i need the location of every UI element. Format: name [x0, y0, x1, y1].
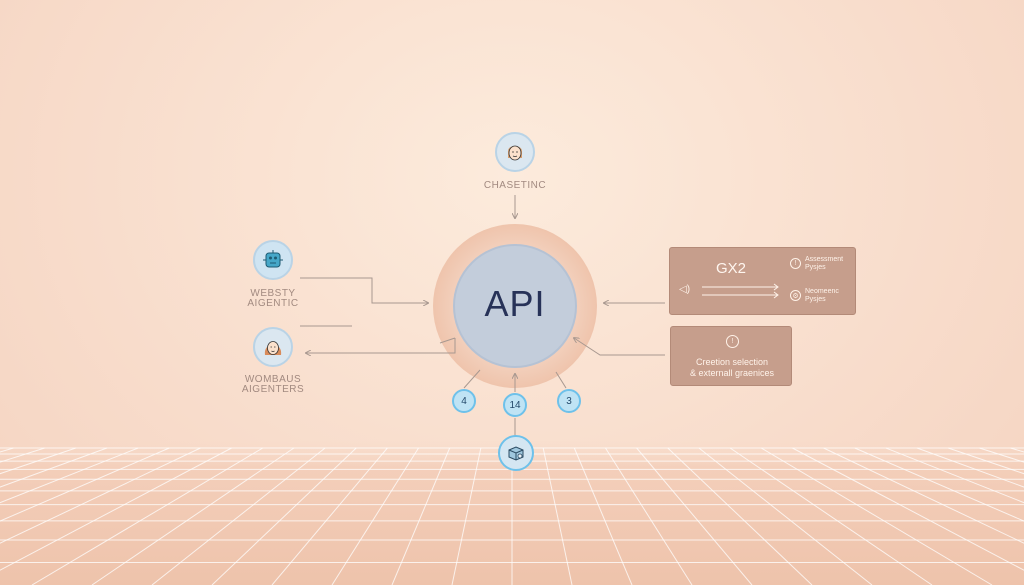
card-gx2-title: GX2 — [716, 260, 747, 277]
card-gx2-arrows — [702, 283, 779, 299]
card-gx2[interactable]: GX2 ◁) ! Assessment Pysjes ⚙ Neomeenc Py… — [669, 247, 856, 315]
left-bottom-node-label-line1: WOMBAUS — [244, 374, 302, 385]
left-top-node-label-line1: WEBSTY — [250, 288, 296, 299]
card-gx2-item1-line1: Assessment — [805, 256, 844, 263]
grid-line-vertical — [916, 447, 1024, 488]
robot-icon — [263, 250, 283, 268]
badge-right[interactable]: 3 — [557, 389, 581, 413]
left-top-node-label-line2: AIGENTIC — [247, 298, 299, 309]
left-bottom-node[interactable] — [253, 327, 293, 367]
connector-left-bottom — [306, 337, 456, 353]
person-face-icon — [507, 145, 523, 161]
grid-line-vertical — [0, 447, 170, 522]
connector-left-top — [300, 277, 428, 303]
connector-badge-right — [555, 371, 567, 389]
api-core[interactable] — [453, 244, 577, 368]
left-bottom-node-label-line2: AIGENTERS — [241, 384, 305, 395]
card-selection-line2: & externall graenices — [689, 368, 775, 378]
grid-line-vertical — [0, 447, 201, 544]
grid-line-vertical — [0, 447, 108, 488]
info-circle-icon: ! — [790, 258, 801, 269]
grid-line-vertical — [0, 447, 139, 504]
top-node[interactable] — [495, 132, 535, 172]
card-gx2-item2-line2: Pysjes — [805, 296, 826, 303]
gear-circle-icon: ⚙ — [790, 290, 801, 301]
top-node-label: CHASETINC — [483, 180, 547, 191]
grid-line-vertical — [885, 447, 1024, 504]
badge-left[interactable]: 4 — [452, 389, 476, 413]
connector-right-card-selection — [574, 338, 665, 356]
card-gx2-item1-line2: Pysjes — [805, 264, 826, 271]
woman-face-icon — [264, 341, 282, 355]
left-top-node[interactable] — [253, 240, 293, 280]
grid-line-vertical — [823, 447, 1024, 544]
grid-line-vertical — [854, 447, 1024, 522]
card-gx2-speaker-icon: ◁) — [679, 284, 691, 295]
grid-line-vertical — [948, 447, 1024, 475]
card-gx2-item2-line1: Neomeenc — [805, 288, 839, 295]
badge-center[interactable]: 14 — [503, 393, 527, 417]
card-selection-line1: Creetion selection — [695, 357, 769, 367]
cube-gear-icon — [508, 446, 524, 461]
card-selection[interactable]: ! Creetion selection & externall graenic… — [670, 326, 792, 386]
connector-badge-left — [463, 369, 481, 389]
api-label: API — [484, 283, 546, 324]
bottom-node[interactable] — [498, 435, 534, 471]
grid-line-vertical — [0, 447, 76, 475]
info-circle-icon: ! — [726, 335, 739, 348]
